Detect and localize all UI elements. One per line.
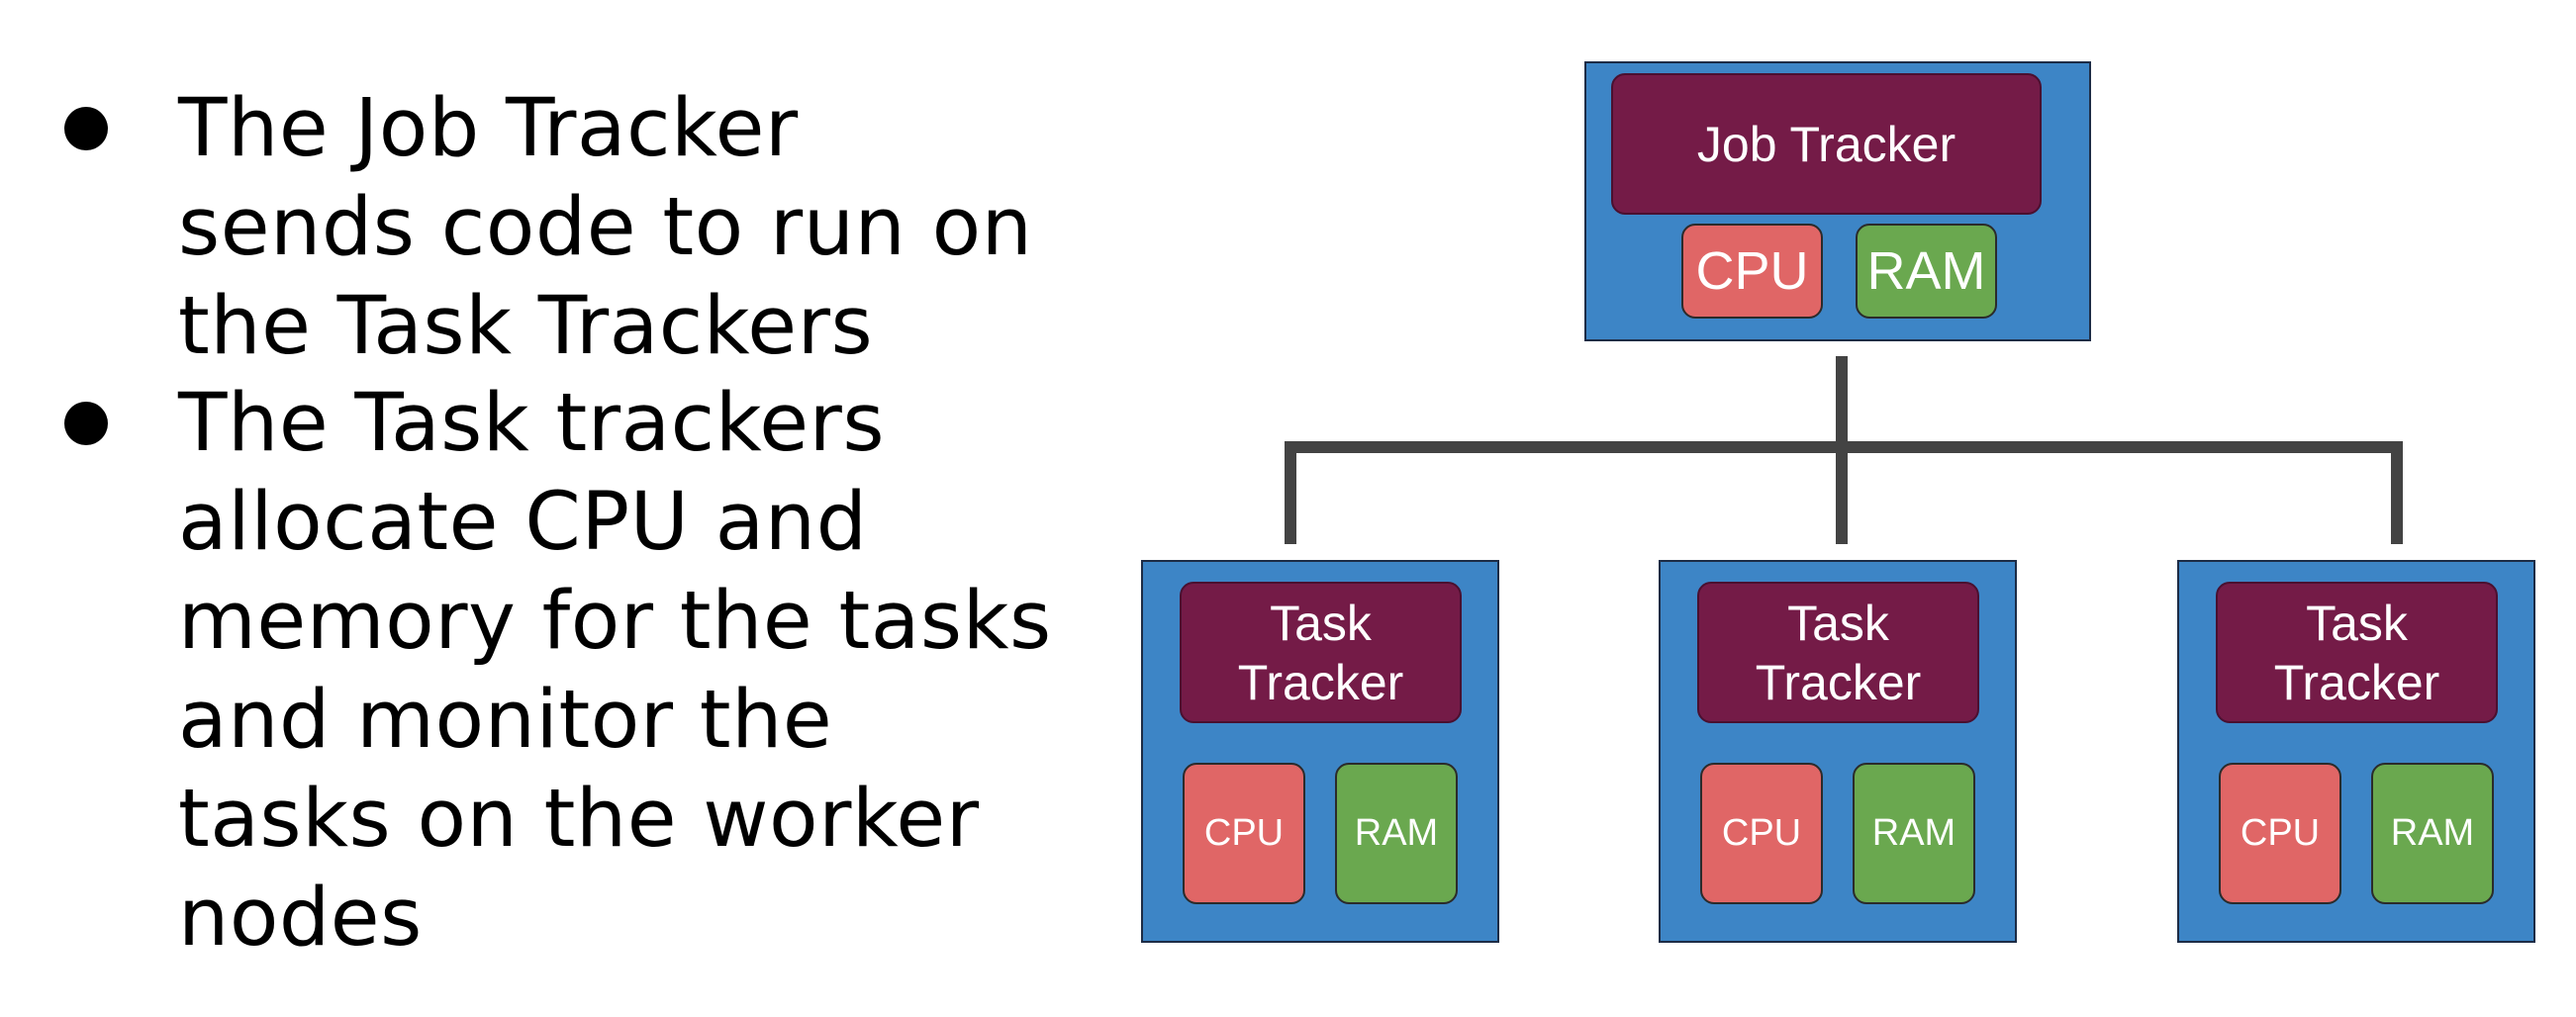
task-tracker-cpu: CPU <box>1183 763 1305 904</box>
bullet-dot-icon <box>64 107 108 150</box>
connector-branch-left <box>1285 441 1296 544</box>
task-tracker-label-line: Task <box>2306 595 2408 651</box>
job-tracker-cpu: CPU <box>1681 224 1823 319</box>
bullet-text-line: allocate CPU and <box>178 476 868 569</box>
connector-horizontal <box>1285 441 2403 453</box>
task-tracker-node: Task Tracker CPU RAM <box>1141 560 1499 943</box>
task-tracker-cpu: CPU <box>1700 763 1823 904</box>
cpu-label: CPU <box>1721 812 1802 854</box>
bullet-text-line: The Task trackers <box>178 377 886 470</box>
cpu-label: CPU <box>2240 812 2321 854</box>
task-tracker-label-line: Tracker <box>2273 654 2440 710</box>
ram-label: RAM <box>1871 812 1956 854</box>
task-tracker-ram: RAM <box>2371 763 2494 904</box>
task-tracker-label-line: Task <box>1787 595 1889 651</box>
bullet-dot-icon <box>64 402 108 445</box>
task-tracker-cpu: CPU <box>2219 763 2341 904</box>
bullet-text-line: tasks on the worker <box>178 773 980 866</box>
job-tracker-node: Job Tracker CPU RAM <box>1584 61 2091 341</box>
task-tracker-label: Task Tracker <box>1180 582 1462 723</box>
bullet-list: The Job Tracker sends code to run on the… <box>0 0 1089 1017</box>
cpu-label: CPU <box>1203 812 1285 854</box>
bullet-text-line: sends code to run on <box>178 181 1033 274</box>
task-tracker-label: Task Tracker <box>2216 582 2498 723</box>
connector-branch-right <box>2391 441 2403 544</box>
task-tracker-label-line: Tracker <box>1755 654 1922 710</box>
task-tracker-node: Task Tracker CPU RAM <box>2177 560 2535 943</box>
task-tracker-label-line: Task <box>1270 595 1372 651</box>
job-tracker-label: Job Tracker <box>1611 73 2042 215</box>
bullet-text-line: the Task Trackers <box>178 280 874 373</box>
task-tracker-node: Task Tracker CPU RAM <box>1659 560 2017 943</box>
bullet-text-line: and monitor the <box>178 674 833 767</box>
task-tracker-ram: RAM <box>1853 763 1975 904</box>
task-tracker-label-line: Tracker <box>1237 654 1404 710</box>
bullet-text-line: The Job Tracker <box>178 82 799 175</box>
ram-label: RAM <box>1866 241 1986 301</box>
ram-label: RAM <box>1354 812 1439 854</box>
ram-label: RAM <box>2390 812 2475 854</box>
bullet-text-line: memory for the tasks <box>178 575 1052 668</box>
job-tracker-ram: RAM <box>1856 224 1997 319</box>
task-tracker-ram: RAM <box>1335 763 1458 904</box>
bullet-text-line: nodes <box>178 872 423 965</box>
task-tracker-label: Task Tracker <box>1697 582 1979 723</box>
job-tracker-label-text: Job Tracker <box>1696 116 1956 172</box>
cpu-label: CPU <box>1695 241 1809 301</box>
